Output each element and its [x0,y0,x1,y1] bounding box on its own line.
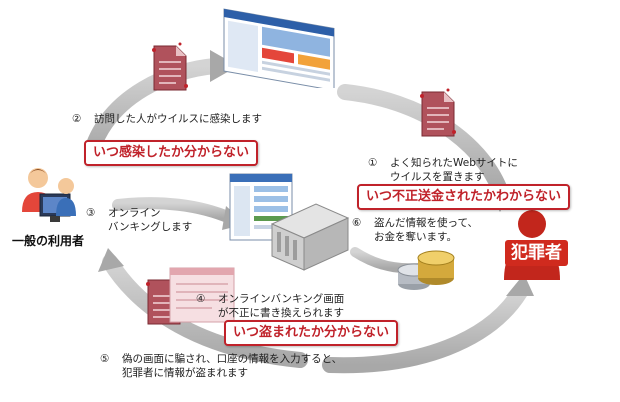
warning-transferred: いつ不正送金されたかわからない [357,184,571,210]
step-2-line-1: 訪問した人がウイルスに感染します [94,113,262,125]
step-3-text: ③ オンライン バンキングします [86,206,192,234]
step-3-number: ③ [86,207,96,219]
virus-file-icon [420,88,456,137]
website-screenshot-icon [223,8,335,88]
user-figure-icon [22,168,76,222]
arrow-head-bottom-left [98,248,124,272]
step-3-line-2: バンキングします [108,221,193,233]
step-5-text: ⑤ 偽の画面に騙され、口座の情報を入力すると、 犯罪者に情報が盗まれます [100,352,342,380]
criminal-label: 犯罪者 [505,240,568,266]
step-5-number: ⑤ [100,353,110,365]
step-6-line-1: 盗んだ情報を使って、 [374,217,478,229]
coins-icon [397,250,455,290]
step-1-text: ① よく知られたWebサイトに ウイルスを置きます [368,156,518,184]
arrow-bottom-right [322,284,528,374]
step-6-line-2: お金を奪います。 [374,231,457,243]
step-3-line-1: オンライン [108,207,161,219]
arrow-head-bottom-right [506,274,534,296]
step-5-line-2: 犯罪者に情報が盗まれます [122,367,248,379]
step-2-text: ② 訪問した人がウイルスに感染します [72,112,262,126]
user-label: 一般の利用者 [12,234,85,248]
bank-building-icon [270,203,350,271]
step-4-line-2: が不正に書き換えられます [218,307,344,319]
arrow-bottom-left [102,254,308,368]
step-6-number: ⑥ [352,217,362,229]
step-5-line-1: 偽の画面に騙され、口座の情報を入力すると、 [122,353,343,365]
warning-infected: いつ感染したか分からない [84,140,259,166]
step-1-line-1: よく知られたWebサイトに [390,157,518,169]
virus-file-icon [152,42,188,91]
warning-stolen: いつ盗まれたか分からない [224,320,399,346]
step-4-line-1: オンラインバンキング画面 [218,293,345,305]
step-1-number: ① [368,157,378,169]
step-6-text: ⑥ 盗んだ情報を使って、 お金を奪います。 [352,216,478,244]
step-1-line-2: ウイルスを置きます [390,171,485,183]
step-2-number: ② [72,113,82,125]
banking-screen-icon [229,173,293,241]
arrow-middle [112,197,236,224]
step-4-number: ④ [196,293,206,305]
arrow-top-left [84,58,223,158]
step-4-text: ④ オンラインバンキング画面 が不正に書き換えられます [196,292,344,320]
fake-screen-icon [169,267,235,323]
